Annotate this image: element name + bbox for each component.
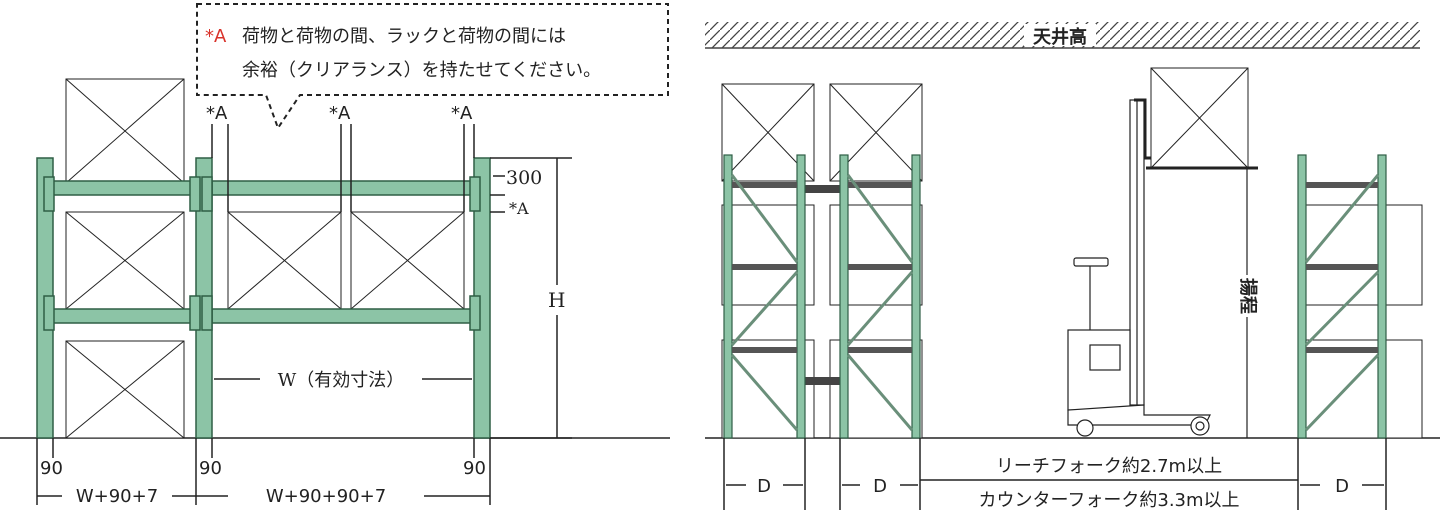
beam-connector xyxy=(189,176,201,212)
width-label: W（有効寸法） xyxy=(278,370,405,391)
beam xyxy=(51,180,195,196)
bottom-dimension-1: W+90+7 xyxy=(76,486,158,507)
depth-dimension-ticks xyxy=(723,438,1387,510)
height-label: H xyxy=(548,288,565,312)
clearance-mark-a: *A xyxy=(206,103,228,124)
beam xyxy=(211,180,477,196)
pallet-box xyxy=(227,211,342,310)
aisle-width-reach: リーチフォーク約2.7m以上 xyxy=(996,456,1222,477)
clearance-callout: *A 荷物と荷物の間、ラックと荷物の間には 余裕（クリアランス）を持たせてくださ… xyxy=(196,3,669,131)
lift-height-label: 揚程 xyxy=(1237,278,1258,314)
beam xyxy=(51,308,195,324)
rack-spacers xyxy=(803,185,843,385)
beam-connector xyxy=(43,295,55,331)
post-width-ticks xyxy=(36,438,491,505)
right-diagram: 天井高 xyxy=(705,22,1440,511)
bottom-dimension-2: W+90+90+7 xyxy=(266,486,386,507)
clearance-mark-a: *A xyxy=(451,103,473,124)
post-width-label: 90 xyxy=(463,458,486,479)
beam-connector xyxy=(469,295,481,331)
beam-connector xyxy=(201,176,213,212)
rack-frames-right xyxy=(723,154,1387,439)
pallet-box xyxy=(350,211,465,310)
forklift-base xyxy=(1067,404,1211,426)
beam-connector xyxy=(469,176,481,212)
callout-line-2: 余裕（クリアランス）を持たせてください。 xyxy=(242,60,601,81)
pallet-box xyxy=(65,78,185,184)
post-width-label: 90 xyxy=(199,458,222,479)
post-width-label: 90 xyxy=(40,458,63,479)
aisle-width-counter: カウンターフォーク約3.3m以上 xyxy=(978,490,1239,511)
callout-line-1: 荷物と荷物の間、ラックと荷物の間には xyxy=(242,26,566,47)
clearance-mark-a: *A xyxy=(329,103,351,124)
beam-connector xyxy=(43,176,55,212)
pallet-box xyxy=(65,211,185,310)
depth-label: D xyxy=(1335,476,1349,497)
forklift-wheel xyxy=(1076,419,1094,437)
depth-label: D xyxy=(757,476,771,497)
beam-connector xyxy=(201,295,213,331)
height-dimension-lines xyxy=(490,157,572,439)
ceiling: 天井高 xyxy=(705,22,1420,49)
beam xyxy=(211,308,477,324)
beam-connector xyxy=(189,295,201,331)
top-clearance-dimension: 300 xyxy=(506,167,542,189)
ceiling-height-label: 天井高 xyxy=(1033,26,1087,48)
pallet-boxes-left xyxy=(65,78,465,439)
rack-posts-left xyxy=(36,157,491,439)
depth-label: D xyxy=(873,476,887,497)
reach-forklift xyxy=(1067,98,1258,437)
pallet-box xyxy=(65,340,185,439)
callout-marker: *A xyxy=(205,26,227,47)
left-diagram: *A 荷物と荷物の間、ラックと荷物の間には 余裕（クリアランス）を持たせてくださ… xyxy=(0,3,670,507)
side-clearance-label: *A xyxy=(509,199,529,218)
pallet-box xyxy=(1150,67,1249,169)
clearance-marks xyxy=(211,124,475,212)
